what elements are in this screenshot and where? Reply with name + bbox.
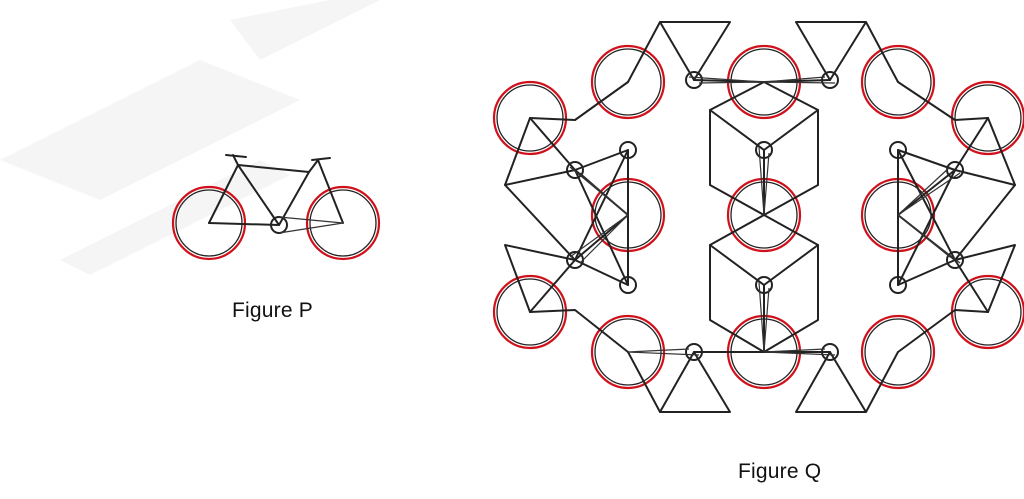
q-wheel-inner-11 <box>594 318 662 386</box>
front-wheel-inner <box>309 189 377 257</box>
q-chain-17 <box>688 76 765 83</box>
q-frame-tube-16 <box>795 351 899 413</box>
q-frame-tube-14 <box>763 244 819 353</box>
q-chain-5 <box>758 146 765 216</box>
q-frame-tube-34 <box>954 244 1016 313</box>
bike-chain-top <box>278 216 344 224</box>
q-frame-tube-29 <box>897 117 989 216</box>
bike-chain-bottom <box>278 222 344 234</box>
q-wheel-inner-13 <box>864 318 932 386</box>
q-chain-19 <box>763 76 826 83</box>
q-wheel-13 <box>860 314 936 390</box>
q-frame-tube-25 <box>529 81 629 121</box>
bicycle <box>171 154 381 261</box>
q-wheel-inner-10 <box>954 278 1022 346</box>
q-frame-tube-35 <box>897 81 989 121</box>
q-frame-tube-36 <box>897 309 989 353</box>
q-frame-tube-38 <box>897 149 956 261</box>
q-chain-18 <box>698 81 765 84</box>
q-frame-tube-33 <box>897 214 989 313</box>
q-wheel-inner-1 <box>594 48 662 116</box>
front-wheel <box>305 185 381 261</box>
q-chain-13 <box>627 348 690 353</box>
q-frame-tube-13 <box>709 244 765 353</box>
q-wheel-1 <box>590 44 666 120</box>
q-chain-12 <box>897 214 961 264</box>
bike-handlebar <box>311 157 331 161</box>
q-wheel-3 <box>860 44 936 120</box>
q-chain-15 <box>763 348 826 353</box>
figure-p-caption: Figure P <box>232 299 313 322</box>
q-crank-hub-10 <box>946 251 964 269</box>
q-chain-8 <box>763 287 770 353</box>
q-chain-7 <box>758 281 765 353</box>
q-chain-2 <box>579 172 629 216</box>
q-chain-3 <box>569 214 629 258</box>
q-chain-16 <box>763 351 836 356</box>
q-frame-tube-15 <box>627 351 731 413</box>
q-frame-tube-30 <box>897 169 956 216</box>
bike-seat <box>225 154 247 158</box>
figure-q-frames <box>504 21 1016 413</box>
q-frame-tube-2 <box>795 21 899 83</box>
q-frame-tube-8 <box>709 109 765 216</box>
q-chain-20 <box>763 81 836 84</box>
q-wheel-inner-4 <box>496 84 564 152</box>
q-frame-tube-23 <box>529 214 629 313</box>
q-wheel-inner-3 <box>864 48 932 116</box>
q-crank-hub-5 <box>566 161 584 179</box>
rear-wheel <box>171 185 247 261</box>
q-wheel-inner-9 <box>496 278 564 346</box>
q-chain-6 <box>763 152 770 216</box>
q-chain-14 <box>627 351 700 356</box>
bike-chainstay <box>208 222 280 226</box>
q-frame-tube-27 <box>574 169 629 286</box>
figure-q-caption: Figure Q <box>738 460 822 483</box>
q-wheel-9 <box>492 274 568 350</box>
q-chain-10 <box>897 172 961 216</box>
q-frame-tube-19 <box>529 117 629 216</box>
q-chain-9 <box>897 166 951 216</box>
q-frame-tube-28 <box>574 149 629 261</box>
q-wheel-4 <box>492 80 568 156</box>
q-frame-tube-24 <box>504 244 576 313</box>
q-frame-tube-26 <box>529 309 629 353</box>
q-wheel-11 <box>590 314 666 390</box>
q-frame-tube-1 <box>627 21 731 83</box>
q-chain-4 <box>579 214 629 264</box>
q-wheel-inner-5 <box>954 84 1022 152</box>
q-frame-tube-9 <box>763 109 819 216</box>
q-frame-tube-37 <box>897 169 956 286</box>
